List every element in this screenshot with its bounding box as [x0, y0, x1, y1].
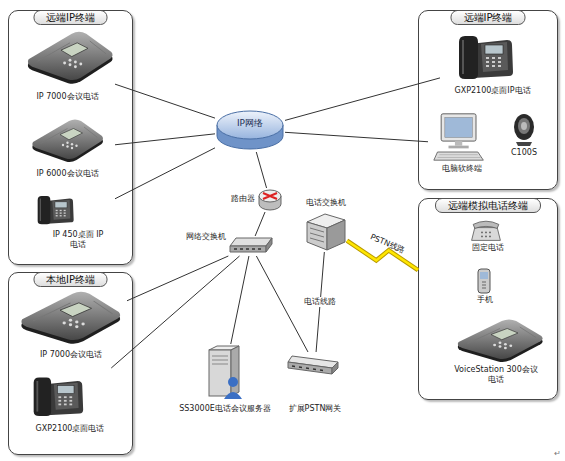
connector-line	[255, 212, 265, 236]
connector-label: 电话线路	[304, 297, 336, 307]
device-label: 扩展PSTN网关	[270, 404, 360, 414]
connector-line	[285, 132, 428, 141]
disk-outline	[215, 108, 285, 152]
connector-stroke	[111, 256, 239, 368]
device-label: GXP2100桌面IP电话	[440, 86, 545, 96]
connector-line	[127, 256, 228, 301]
soft-terminal: 电脑软终端	[428, 110, 496, 178]
mobile-phone-icon	[478, 269, 490, 293]
device-label: SS3000E电话会议服务器	[163, 404, 287, 414]
connector-stroke	[256, 152, 266, 188]
speaker-device: C100S	[498, 108, 550, 163]
device-label: 网络交换机	[186, 232, 226, 242]
desk-phone-icon	[38, 196, 74, 224]
group-heading: 远端IP终端	[33, 10, 108, 25]
connector-line	[256, 256, 308, 352]
desk-phone: GXP2100桌面电话	[20, 368, 120, 440]
server-icon	[209, 346, 242, 399]
corner-mark: ↵	[554, 449, 561, 458]
pstn-gateway: 扩展PSTN网关	[286, 352, 344, 378]
conference-phone-icon	[458, 320, 543, 363]
connector-line	[231, 256, 249, 344]
group-box: 远端IP终端 IP 7000会议电话 IP 6000会议电话 IP 450桌面 IP电…	[8, 10, 133, 265]
conference-phone: IP 7000会议电话	[15, 288, 127, 363]
connector-stroke	[256, 256, 308, 352]
group-heading: 远端IP终端	[451, 10, 526, 25]
conference-phone-icon	[21, 292, 120, 344]
connector-line	[115, 148, 215, 199]
phone-exchange: 电话交换机	[305, 212, 347, 252]
device-label: IP 450桌面 IP电话	[52, 230, 104, 250]
group-box: 远端IP终端 GXP2100桌面IP电话电脑软终端C100S	[418, 10, 558, 190]
device-label: IP 7000会议电话	[15, 350, 127, 360]
conference-server: SS3000E电话会议服务器	[203, 344, 247, 400]
switch-icon	[230, 238, 272, 252]
fixed-phone: 固定电话	[455, 215, 520, 257]
group-box: 远端模拟电话终端固定电话手机 VoiceStation 300会议电话	[418, 198, 558, 400]
mobile-phone: 手机	[460, 265, 510, 307]
computer-icon	[434, 114, 484, 160]
device-label: 固定电话	[455, 243, 520, 253]
conference-phone: IP 6000会议电话	[20, 115, 115, 185]
device-label: 手机	[460, 295, 510, 305]
gateway-icon	[288, 356, 338, 374]
connector-stroke	[285, 132, 428, 141]
connector-label: PSTN线路	[368, 233, 406, 256]
desk-phone-icon	[34, 377, 84, 416]
device-label: GXP2100桌面电话	[20, 424, 120, 434]
connector-stroke	[231, 256, 249, 344]
connector-line	[111, 256, 239, 368]
connector-stroke	[127, 256, 228, 301]
conference-phone: IP 7000会议电话	[20, 28, 115, 108]
device-label: VoiceStation 300会议电话	[453, 365, 539, 385]
connector-stroke	[115, 148, 215, 199]
connector-stroke	[255, 212, 265, 236]
device-label: C100S	[498, 148, 550, 158]
connector-line	[285, 78, 440, 121]
conference-phone: VoiceStation 300会议电话	[440, 315, 552, 395]
connector-line	[256, 152, 266, 188]
router-icon	[259, 190, 281, 210]
conference-phone-icon	[28, 32, 113, 84]
device-label: 电脑软终端	[428, 164, 496, 174]
group-box: 本地IP终端 IP 7000会议电话 GXP2100桌面电话	[8, 272, 133, 455]
desk-phone: GXP2100桌面IP电话	[440, 26, 545, 101]
speaker-icon	[514, 114, 534, 146]
group-heading: 远端模拟电话终端	[435, 198, 541, 213]
fixed-phone-icon	[472, 221, 501, 240]
device-label: 电话交换机	[295, 198, 357, 208]
connector-line	[115, 134, 215, 145]
desk-phone: IP 450桌面 IP电话	[20, 188, 115, 258]
device-label: 路由器	[231, 194, 255, 204]
connector-stroke	[285, 78, 440, 121]
connector-stroke	[115, 134, 215, 145]
router: 路由器	[257, 188, 283, 212]
connector-line	[115, 84, 215, 118]
network-switch: 网络交换机	[228, 236, 274, 256]
device-label: IP 7000会议电话	[20, 92, 115, 102]
connector-stroke	[115, 84, 215, 118]
group-heading: 本地IP终端	[33, 272, 108, 287]
device-label: IP网络	[215, 118, 285, 129]
desk-phone-icon	[459, 36, 513, 79]
network-disk: IP网络	[215, 108, 285, 152]
exchange-icon	[307, 214, 345, 250]
device-label: IP 6000会议电话	[20, 169, 115, 179]
conference-phone-icon	[32, 120, 103, 163]
